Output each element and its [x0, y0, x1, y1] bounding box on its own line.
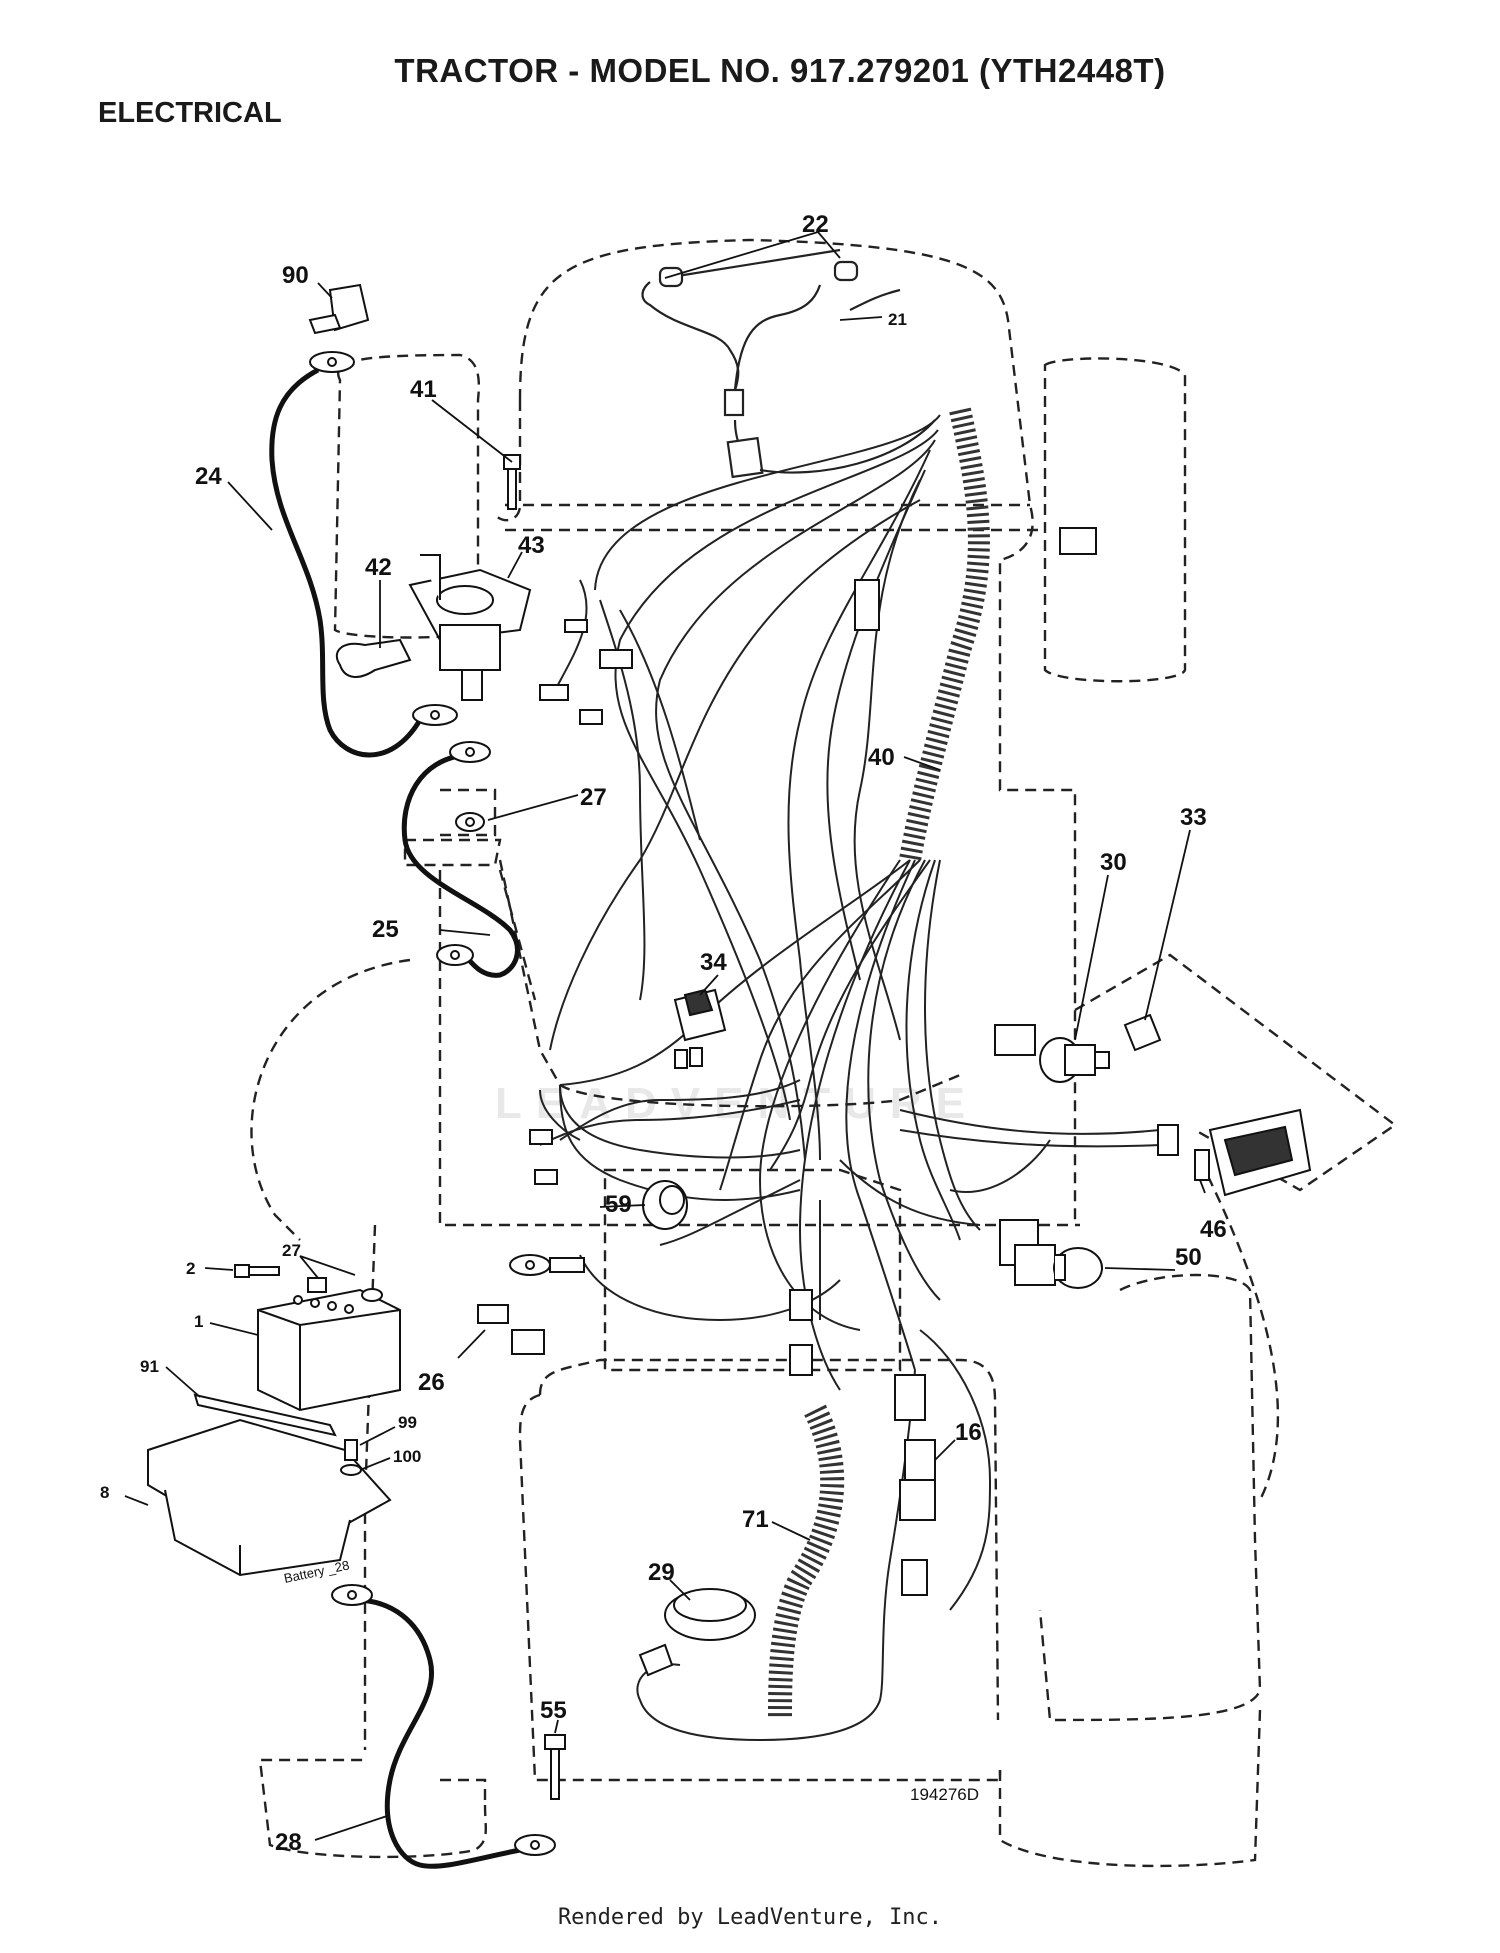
- callout-40: 40: [868, 744, 895, 771]
- ring-terminal-25a: [449, 741, 491, 763]
- harness-connectors: [529, 527, 1179, 1596]
- tractor-outline: [250, 238, 1398, 1868]
- callout-59: 59: [605, 1191, 632, 1218]
- callout-46: 46: [1200, 1216, 1227, 1243]
- rendered-by-credit: Rendered by LeadVenture, Inc.: [557, 1905, 943, 1930]
- callout-33: 33: [1180, 804, 1207, 831]
- section-heading: ELECTRICAL: [98, 97, 282, 129]
- battery-tray-8: [147, 1418, 392, 1577]
- callout-30: 30: [1100, 849, 1127, 876]
- callout-26: 26: [418, 1369, 445, 1396]
- ring-terminal-28b: [514, 1834, 556, 1856]
- callout-16: 16: [955, 1419, 982, 1446]
- callout-25: 25: [372, 916, 399, 943]
- callout-100: 100: [393, 1447, 421, 1466]
- callout-27-nut: 27: [580, 784, 607, 811]
- callout-2: 2: [186, 1259, 195, 1278]
- callout-41: 41: [410, 376, 437, 403]
- callout-21: 21: [888, 310, 907, 329]
- solenoid-43: [408, 554, 532, 701]
- callout-22: 22: [802, 211, 829, 238]
- bolt-55: [544, 1734, 566, 1800]
- ring-terminal-ground: [509, 1254, 585, 1276]
- relay-16: [899, 1439, 936, 1521]
- washer-99-100: [340, 1439, 362, 1476]
- seat-switch-29: [638, 1588, 756, 1677]
- hold-down-91: [193, 1393, 337, 1437]
- callout-55: 55: [540, 1697, 567, 1724]
- cable-28: [354, 1597, 521, 1869]
- bolt-41: [503, 454, 521, 510]
- callout-28: 28: [275, 1829, 302, 1856]
- switch-34: [673, 988, 727, 1069]
- callout-34: 34: [700, 949, 727, 976]
- callout-27-battery: 27: [282, 1241, 301, 1260]
- page-title: TRACTOR - MODEL NO. 917.279201 (YTH2448T…: [394, 52, 1166, 89]
- callout-99: 99: [398, 1413, 417, 1432]
- ignition-switch-30: [1039, 1037, 1110, 1083]
- callout-24: 24: [195, 463, 222, 490]
- fuse-26: [477, 1304, 545, 1355]
- callout-50: 50: [1175, 1244, 1202, 1271]
- callout-71: 71: [742, 1506, 769, 1533]
- loom-sleeve-40: [899, 407, 990, 862]
- callout-1: 1: [194, 1312, 203, 1331]
- headlight-assembly: [641, 248, 936, 479]
- panel-46: [1194, 1108, 1312, 1197]
- callout-42: 42: [365, 554, 392, 581]
- relay-33: [1123, 1013, 1162, 1052]
- callout-43: 43: [518, 532, 545, 559]
- ring-terminal-24a: [309, 351, 355, 373]
- callout-91: 91: [140, 1357, 159, 1376]
- pto-switch-50: [1014, 1244, 1103, 1289]
- cable-25: [401, 752, 520, 978]
- callout-8: 8: [100, 1483, 109, 1502]
- ring-terminal-28a: [331, 1584, 373, 1606]
- leader-lines: [124, 231, 1206, 1841]
- terminal-boot-42: [335, 638, 412, 678]
- drawing-number: 194276D: [910, 1785, 979, 1804]
- loom-sleeve-71: [768, 1404, 845, 1721]
- ring-terminal-25b: [436, 944, 474, 966]
- bolt-2: [234, 1264, 280, 1278]
- callout-90: 90: [282, 262, 309, 289]
- terminal-cover-90: [308, 283, 370, 335]
- nut-27: [455, 812, 485, 832]
- battery-1: [257, 1277, 401, 1412]
- watermark-text: LEADVENTURE: [495, 1079, 979, 1128]
- cable-24: [269, 367, 423, 758]
- callout-29: 29: [648, 1559, 675, 1586]
- socket-59: [642, 1180, 688, 1230]
- ring-terminal-24b: [412, 704, 458, 726]
